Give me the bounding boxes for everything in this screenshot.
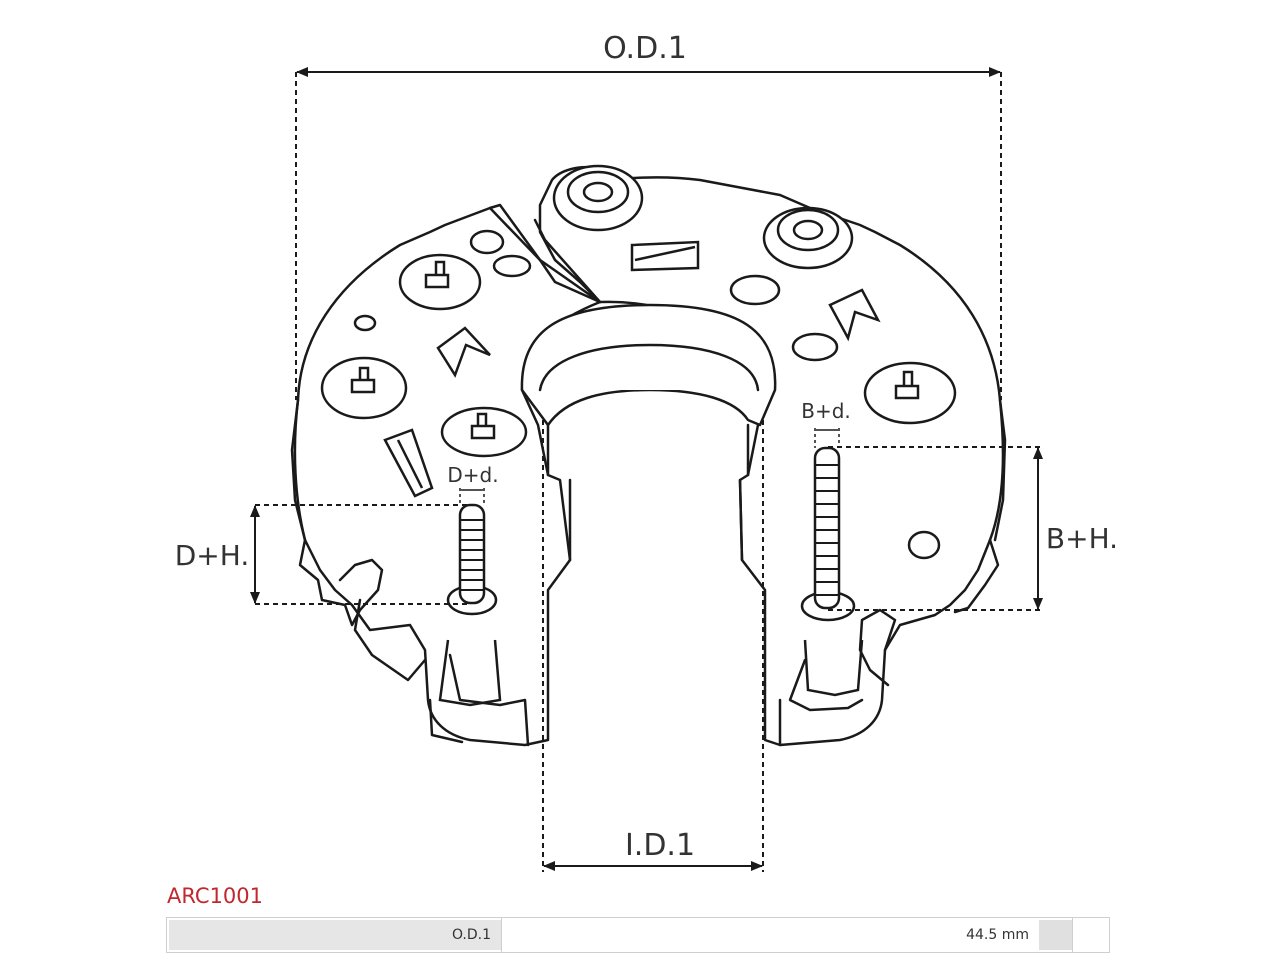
spec-table: O.D.1 44.5 mm [166,917,1110,953]
label-od1: O.D.1 [603,31,687,66]
rectifier-diagram: O.D.1 I.D.1 D+H. D+d. B+H. B+d. [175,31,1118,872]
rectifier-body [290,165,1007,747]
spec-blank-cell [1039,920,1072,950]
terminal-left-top [552,164,644,232]
part-code: ARC1001 [167,884,264,908]
spec-value: 44.5 mm [501,918,1039,952]
label-id1: I.D.1 [625,828,695,863]
diode-pads [320,253,957,458]
label-dh: D+H. [175,539,249,572]
stud-left [438,503,502,707]
spec-blank-cell-2 [1072,918,1108,952]
dimension-lines [250,67,1043,872]
spec-label: O.D.1 [169,920,501,950]
label-dd: D+d. [447,463,498,487]
mounting-holes [353,229,941,560]
label-bd: B+d. [801,399,851,423]
stud-right [800,446,864,697]
label-bh: B+H. [1046,522,1118,555]
terminal-right-top [762,206,854,270]
